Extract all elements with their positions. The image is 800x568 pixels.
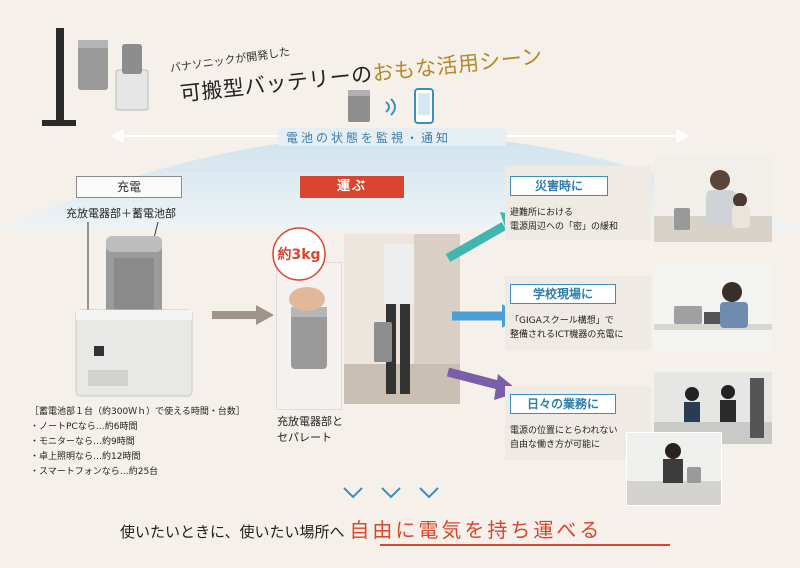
footer-underline	[380, 544, 670, 546]
scene-line: 自由な働き方が可能に	[510, 440, 601, 450]
scene-title-school: 学校現場に	[510, 284, 616, 304]
flow-arrow	[212, 305, 274, 325]
battery-unit-icon	[348, 90, 370, 122]
chevron-down-icon	[419, 487, 439, 499]
footer-message: 使いたいときに、使いたい場所へ 自由に電気を持ち運べる	[120, 514, 602, 543]
scene-title-work: 日々の業務に	[510, 394, 616, 414]
usage-title: ［蓄電池部１台（約300Ｗｈ）で使える時間・台数］	[30, 407, 245, 417]
scene-line: 「GIGAスクール構想」で	[510, 316, 614, 326]
charging-station-image	[42, 28, 149, 126]
usage-item: ・スマートフォンなら…約25台	[30, 467, 159, 477]
chevron-down-icon	[343, 487, 363, 499]
footer-highlight: 自由に電気を持ち運べる	[349, 518, 603, 542]
carry-walking-photo	[344, 234, 460, 404]
desk-photo	[626, 432, 722, 506]
smartphone-icon	[414, 88, 434, 124]
carry-caption: セパレート	[277, 431, 332, 444]
wireless-signal-icon	[385, 98, 396, 116]
carry-caption: 充放電器部と	[277, 415, 343, 428]
weight-badge	[272, 227, 326, 281]
school-photo	[654, 266, 772, 352]
scene-line: 避難所における	[510, 208, 574, 218]
charger-battery-image	[75, 222, 193, 397]
usage-item: ・卓上照明なら…約12時間	[30, 452, 141, 462]
scene-title-disaster: 災害時に	[510, 176, 608, 196]
charge-parts: 充放電器部＋蓄電池部	[66, 207, 176, 220]
usage-item: ・モニターなら…約9時間	[30, 437, 135, 447]
footer-text: 使いたいときに、使いたい場所へ	[120, 523, 345, 541]
scene-line: 整備されるICT機器の充電に	[510, 330, 624, 340]
charge-label: 充電	[76, 176, 182, 198]
monitor-label-bg	[278, 128, 506, 146]
weight-label: 約3kg	[277, 247, 321, 263]
scene-line: 電源の位置にとらわれない	[510, 426, 618, 436]
disaster-photo	[654, 156, 772, 242]
scene-line: 電源周辺への「密」の緩和	[510, 222, 619, 232]
carry-label: 運ぶ	[300, 176, 404, 198]
usage-item: ・ノートPCなら…約6時間	[30, 422, 138, 432]
monitor-label: 電池の状態を監視・通知	[286, 131, 452, 145]
carry-hand-photo	[276, 262, 342, 410]
chevron-down-icon	[381, 487, 401, 499]
